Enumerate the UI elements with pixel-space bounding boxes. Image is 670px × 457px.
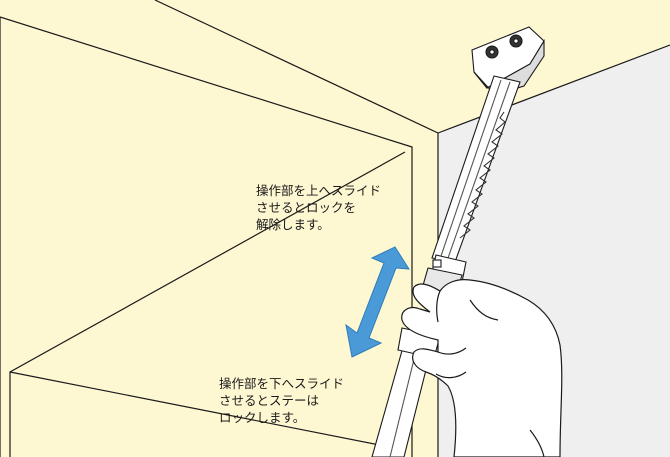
caption-unlock: 操作部を上へスライド させるとロックを 解除します。 (256, 182, 381, 233)
caption-lock-line-3: ロックします。 (219, 410, 306, 425)
caption-lock-line-2: させるとステーは (219, 393, 320, 408)
caption-unlock-line-2: させるとロックを (256, 200, 357, 215)
caption-lock: 操作部を下へスライド させるとステーは ロックします。 (219, 375, 344, 426)
caption-unlock-line-3: 解除します。 (256, 217, 330, 232)
hand-icon (401, 279, 563, 457)
caption-lock-line-1: 操作部を下へスライド (219, 376, 345, 391)
double-headed-arrow-icon (345, 246, 410, 358)
caption-unlock-line-1: 操作部を上へスライド (256, 183, 382, 198)
